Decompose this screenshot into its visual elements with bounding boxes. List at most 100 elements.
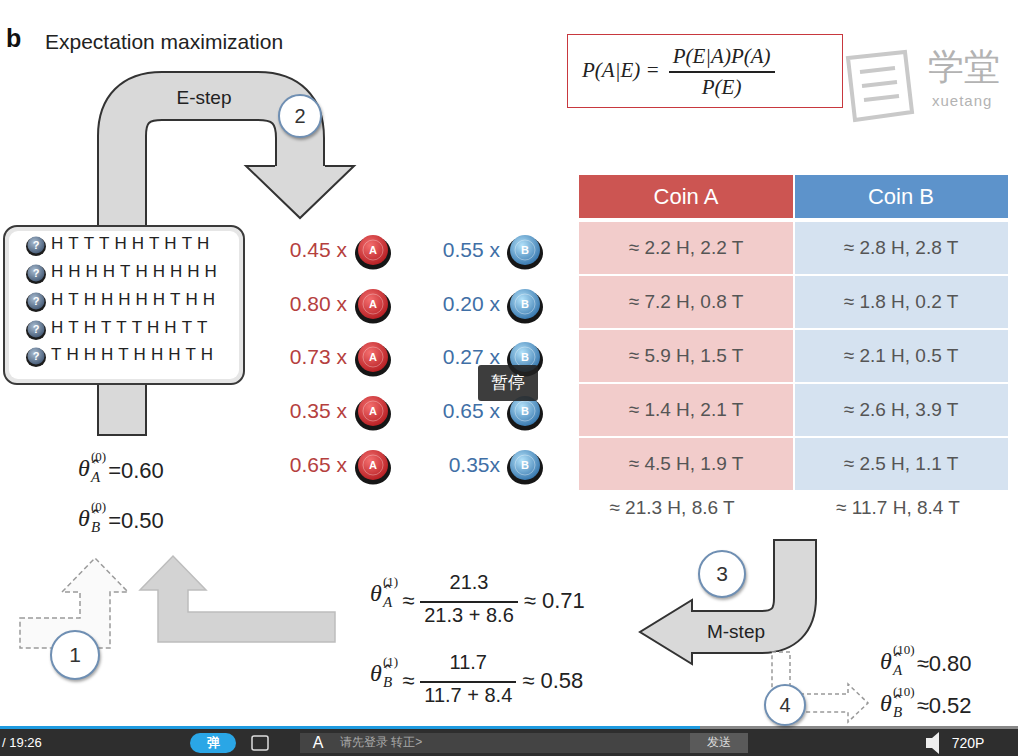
estimate-subscript: A [91, 469, 100, 486]
coin-weight: 0.65 x [290, 453, 347, 477]
coin-weight: 0.35 x [290, 399, 347, 423]
coin-mark: ? [33, 295, 40, 308]
estimate-symbol: θ̂ [370, 660, 382, 688]
fraction-bar [669, 71, 775, 73]
estimate-subscript: A [383, 594, 392, 611]
coin-weight: 0.20 x [443, 292, 500, 316]
table-cell: ≈ 4.5 H, 1.9 T [629, 453, 744, 475]
table-header: Coin B [868, 184, 934, 209]
table-cell: ≈ 2.6 H, 3.9 T [844, 399, 959, 421]
coin-letter: A [369, 244, 377, 257]
estimate-subscript: B [893, 704, 902, 721]
estimate-value: =0.60 [108, 458, 164, 483]
coin-letter: A [369, 459, 377, 472]
coin-sequence: HHHHTHHHHH [51, 262, 222, 282]
coin-weight: 0.73 x [290, 345, 347, 369]
table-header: Coin A [654, 184, 719, 209]
table-cell: ≈ 2.8 H, 2.8 T [844, 237, 959, 259]
m-step-arrow [640, 539, 795, 664]
table-cell: ≈ 5.9 H, 1.5 T [629, 345, 744, 367]
estimate-value: ≈ 0.71 [524, 588, 585, 613]
tooltip-text: 暂停 [491, 373, 525, 393]
coin-weight: 0.45 x [290, 238, 347, 262]
coin-letter: A [369, 405, 377, 418]
quality-button: 720P [952, 735, 985, 751]
coin-letter: B [521, 298, 529, 311]
table-total: ≈ 11.7 H, 8.4 T [836, 497, 960, 519]
coin-letter: B [521, 405, 529, 418]
pause-tooltip: 暂停 [478, 365, 538, 401]
coin-letter: A [369, 351, 377, 364]
estimate-symbol: θ̂ [880, 690, 892, 718]
estimate-symbol: θ̂ [78, 455, 90, 483]
estimate-subscript: B [383, 674, 392, 691]
callout-circle: 2 [278, 94, 322, 138]
danmaku-toggle: 弹 [207, 736, 220, 751]
coin-sequence: THHHTHHHTH [51, 345, 218, 365]
input-placeholder: 请先登录 转正> [340, 736, 422, 750]
sequence-box: HTTTHHTHTH HHHHTHHHHH HTHHHHHTHH HTHTTTHHTT… [3, 225, 245, 385]
fraction-denominator: 11.7 + 8.4 [424, 684, 512, 707]
estimate-symbol: θ̂ [880, 648, 892, 676]
formula-numerator: P(E|A)P(A) [673, 44, 771, 68]
watermark-icon [848, 52, 912, 120]
watermark: xuetang [932, 92, 992, 109]
coin-letter: B [521, 244, 529, 257]
coin-letter: B [521, 351, 529, 364]
table-total: ≈ 21.3 H, 8.6 T [609, 497, 734, 519]
estimate-value: ≈ 0.58 [522, 668, 583, 693]
table-grid [579, 175, 1008, 490]
estimate-superscript: (0) [91, 450, 106, 465]
coin-weight: 0.65 x [443, 399, 500, 423]
coin-letter: A [369, 298, 377, 311]
diagram-title: Expectation maximization [45, 30, 283, 54]
coin-mark: ? [33, 239, 40, 252]
table-cell: ≈ 1.8 H, 0.2 T [844, 291, 959, 313]
sequence-box-ground [4, 226, 244, 384]
estimate-superscript: (10) [893, 685, 915, 700]
estimate-subscript: A [893, 662, 902, 679]
coin-mark: ? [33, 323, 40, 336]
formula-text: P(A|E) = [582, 58, 660, 82]
estimate-superscript: (0) [91, 500, 106, 515]
table-cell: ≈ 2.5 H, 1.1 T [844, 453, 959, 475]
fraction-bar [420, 681, 516, 683]
fraction-numerator: 11.7 [450, 651, 487, 674]
fraction-numerator: 21.3 [450, 571, 489, 594]
fraction-denominator: 21.3 + 8.6 [424, 604, 514, 627]
table-cell: ≈ 2.2 H, 2.2 T [629, 237, 744, 259]
estimate-value: ≈0.80 [917, 651, 972, 676]
estimate-superscript: (10) [893, 643, 915, 658]
send-button: 发送 [707, 736, 731, 750]
coin-mark: ? [33, 267, 40, 280]
coin-sequence: HTHTTTHHTT [51, 318, 212, 338]
formula-box: P(A|E) =P(E|A)P(A)P(E) [567, 34, 843, 108]
table-cell: ≈ 7.2 H, 0.8 T [629, 291, 744, 313]
estimate-superscript: (1) [383, 655, 398, 670]
estimate-superscript: (1) [383, 575, 398, 590]
estimate-subscript: B [91, 519, 100, 536]
coin-icons [355, 235, 543, 485]
watermark: 学堂 [928, 46, 1000, 87]
player-time: / 19:26 [2, 736, 42, 751]
table-cell: ≈ 1.4 H, 2.1 T [629, 399, 744, 421]
callout-number: 3 [716, 562, 728, 586]
font-button: A [313, 734, 324, 752]
estimate-symbol: θ̂ [78, 505, 90, 533]
step-label: E-step [177, 87, 232, 109]
callout-number: 2 [294, 105, 305, 128]
coin-sequence: HTTTHHTHTH [51, 234, 214, 254]
table-cell: ≈ 2.1 H, 0.5 T [844, 345, 959, 367]
approx-sign: ≈ [402, 588, 414, 613]
fraction-bar [420, 601, 518, 603]
callout-circle: 4 [764, 684, 806, 726]
estimate-value: ≈0.52 [917, 693, 972, 718]
callout-circle: 3 [698, 550, 746, 598]
coin-weight: 0.55 x [443, 238, 500, 262]
coin-sequence: HTHHHHHTHH [51, 290, 220, 310]
coin-weight: 0.80 x [290, 292, 347, 316]
panel-letter: b [6, 24, 21, 53]
coin-letter: B [521, 459, 529, 472]
approx-sign: ≈ [402, 668, 414, 693]
